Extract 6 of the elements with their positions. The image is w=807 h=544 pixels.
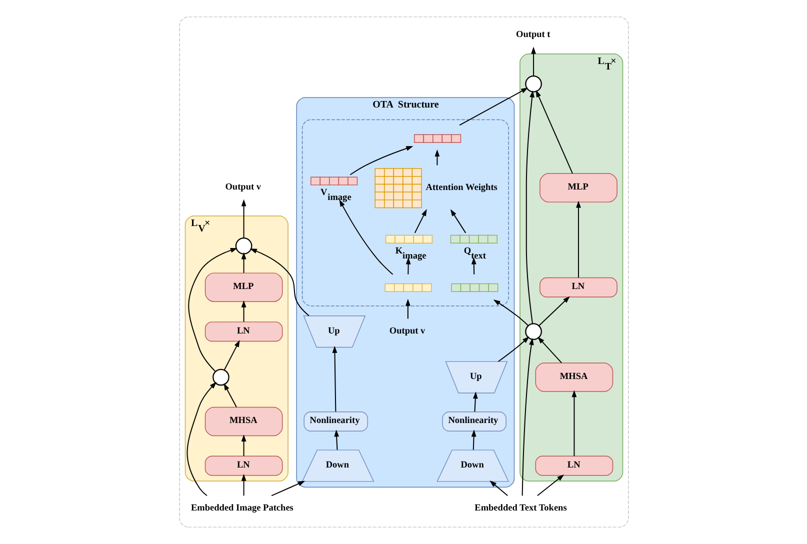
node-label: Attention Weights [425, 182, 497, 193]
node-text: Output v [224, 182, 261, 193]
node-text: Output t [516, 30, 550, 40]
node-text: Output v [388, 326, 425, 336]
node-text: Embedded Text Tokens [474, 503, 566, 514]
node-text: Embedded Image Patches [190, 503, 293, 514]
